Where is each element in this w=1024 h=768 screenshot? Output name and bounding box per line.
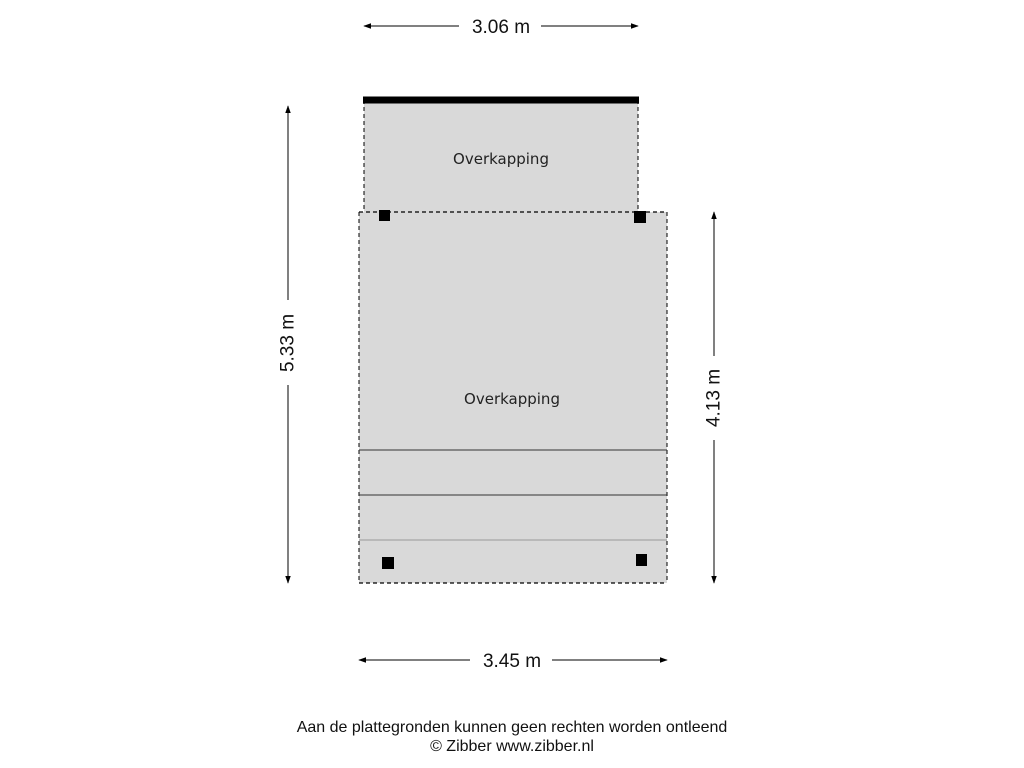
dimension-label: 3.45 m xyxy=(483,651,541,672)
copyright-text: © Zibber www.zibber.nl xyxy=(430,738,594,755)
upper-room-fill xyxy=(364,100,638,212)
footer: Aan de plattegronden kunnen geen rechten… xyxy=(0,718,1024,756)
dimension-right-height: 4.13 m xyxy=(704,211,725,584)
post xyxy=(634,211,646,223)
post xyxy=(382,557,394,569)
post xyxy=(636,554,647,566)
dimension-label: 4.13 m xyxy=(704,369,725,427)
dimension-label: 3.06 m xyxy=(472,17,530,38)
lower-room-label: Overkapping xyxy=(464,390,560,408)
disclaimer-text: Aan de plattegronden kunnen geen rechten… xyxy=(296,719,728,736)
dimension-bottom-width: 3.45 m xyxy=(358,651,668,672)
upper-room: Overkapping xyxy=(363,96,639,212)
dimension-label: 5.33 m xyxy=(278,314,299,372)
dimension-left-height: 5.33 m xyxy=(278,105,299,584)
lower-room: Overkapping xyxy=(358,211,668,584)
post xyxy=(379,210,390,221)
lower-room-fill xyxy=(359,212,667,583)
dimension-top-width: 3.06 m xyxy=(363,17,639,38)
upper-room-label: Overkapping xyxy=(453,150,549,168)
